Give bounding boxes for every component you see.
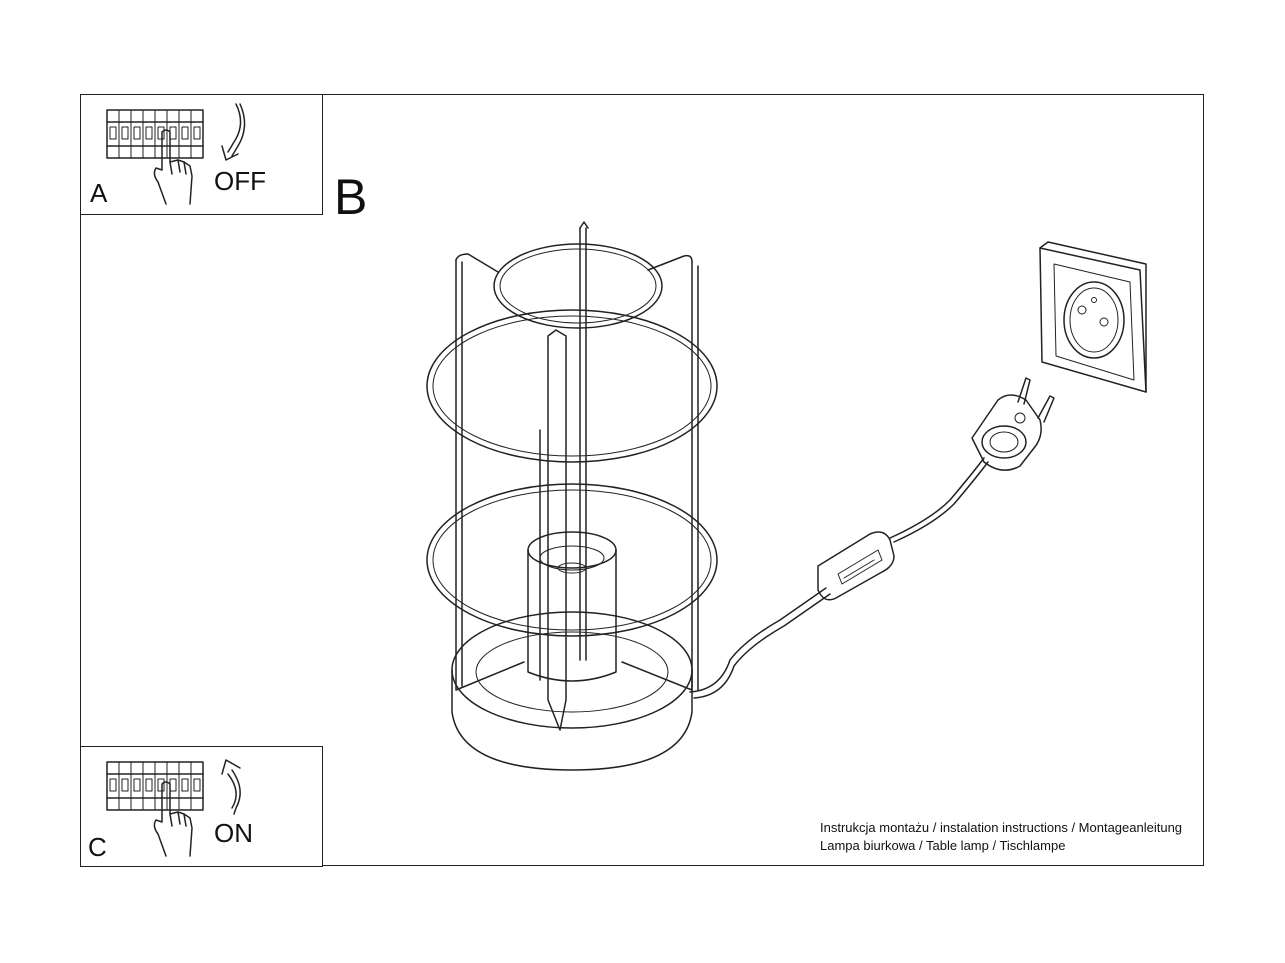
arrow-up-icon [221,759,241,815]
wall-socket-icon [1039,241,1147,393]
cord-switch-icon [817,531,895,601]
step-c-letter: C [88,832,107,862]
on-label: ON [214,818,253,848]
plug-icon [971,377,1055,471]
table-lamp-illustration [426,221,718,771]
step-a-letter: A [90,178,108,208]
power-cord [689,457,989,699]
off-label: OFF [214,166,266,196]
breaker-panel-icon [106,109,204,159]
step-a-panel [80,94,323,215]
hand-icon [153,129,193,205]
step-c-panel [80,746,323,867]
step-b-letter: B [334,169,368,225]
caption-product: Lampa biurkowa / Table lamp / Tischlampe [820,838,1066,853]
instruction-sheet-frame [80,94,1204,866]
caption-instructions: Instrukcja montażu / instalation instruc… [820,820,1183,835]
hand-icon [153,781,193,857]
arrow-down-icon [221,103,246,161]
breaker-panel-icon [106,761,204,811]
